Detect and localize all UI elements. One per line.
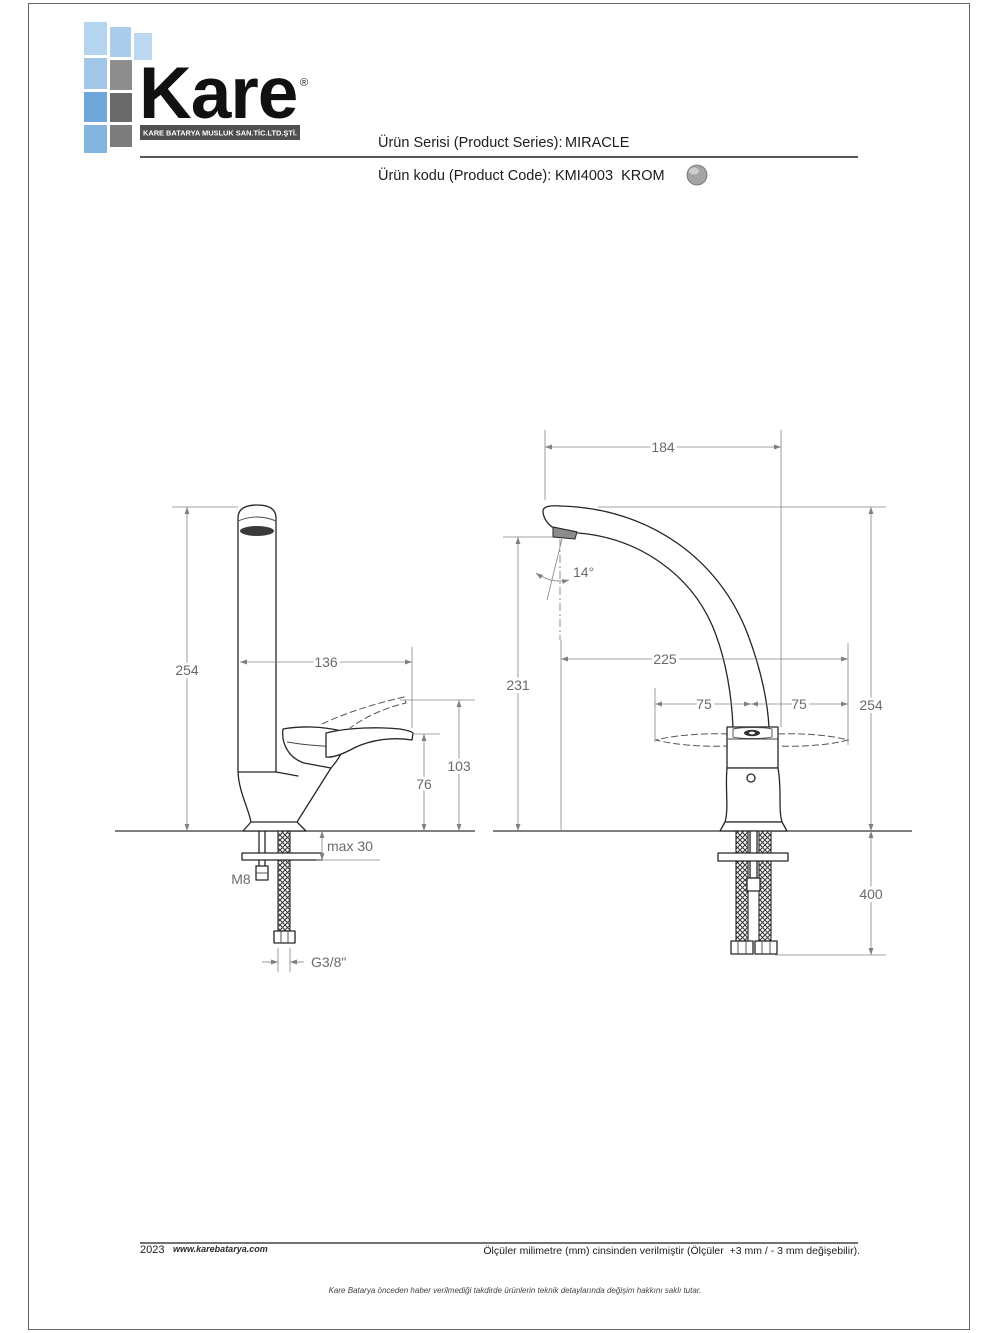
product-header: Ürün Serisi (Product Series): MIRACLE Ür… [140,133,858,186]
front-hose-connector-right [754,940,778,955]
company-bar [140,125,300,140]
footer-units-note: Ölçüler milimetre (mm) cinsinden verilmi… [483,1245,860,1257]
front-fixing-nut [746,877,761,892]
side-spout-cap-edge [237,516,277,522]
side-fixing-bolt [258,830,266,867]
front-body-screw [746,773,756,783]
front-flex-hose-right [758,830,772,942]
dim-side-reach-label: 136 [314,654,338,670]
front-spout-outer [559,505,770,729]
side-hose-connector [273,930,296,944]
dim-spout-height-label: 231 [506,677,530,693]
finish-swatch-highlight [689,167,699,175]
side-flex-hose [277,830,291,932]
hose-thread-label: G3/8" [311,954,346,970]
front-view-drawing [493,505,912,955]
registered-mark: ® [300,77,308,89]
footer-year: 2023 [140,1244,164,1256]
front-lever-right-position [777,733,850,747]
side-mounting-washer [241,852,323,861]
dim-lever-left-label: 75 [696,696,712,712]
dim-side-height-label: 254 [175,662,199,678]
side-body [237,767,332,823]
series-label: Ürün Serisi (Product Series): [378,133,563,151]
code-value: KMI4003 KROM [555,168,665,184]
dim-hose-length-label: 400 [859,886,883,902]
front-spout-tip [542,505,578,533]
footer-disclaimer: Kare Batarya önceden haber verilmediği t… [329,1286,702,1295]
front-base [719,821,788,832]
front-spout-inner [577,532,734,729]
company-name: KARE BATARYA MUSLUK SAN.TİC.LTD.ŞTİ. [143,129,297,138]
front-hose-connector-left [730,940,754,955]
side-view-dimensions: 254 136 103 76 max 30 M8 G3/8" [172,506,475,973]
front-mounting-washer [717,852,789,862]
page-border [28,3,970,1330]
side-aerator [240,526,274,536]
series-value: MIRACLE [565,135,630,151]
finish-swatch [686,164,708,186]
side-lever-raised [321,696,407,729]
page-footer: 2023 www.karebatarya.com Ölçüler milimet… [140,1242,860,1295]
bolt-thread-label: M8 [231,871,251,887]
dim-counter-thickness-label: max 30 [327,838,373,854]
dim-front-width-label: 184 [651,439,675,455]
brand-name: Kare [139,53,297,134]
side-base [242,821,307,832]
front-spout-nozzle [552,526,578,540]
side-spout-tube [237,504,277,773]
footer-website: www.karebatarya.com [173,1244,268,1254]
front-lever-left-position [654,733,729,747]
dim-front-height-label: 254 [859,697,883,713]
dim-side-lever-raised-label: 103 [447,758,471,774]
dim-lever-swing-label: 225 [653,651,677,667]
logo-tiles [84,22,152,153]
code-label: Ürün kodu (Product Code): [378,166,551,184]
side-lever [325,727,414,758]
brand-logo: Kare ® KARE BATARYA MUSLUK SAN.TİC.LTD.Ş… [84,22,308,153]
dim-spout-angle-label: 14° [573,564,594,580]
dim-lever-right-label: 75 [791,696,807,712]
dim-side-lever-label: 76 [416,776,432,792]
side-view-drawing [115,504,475,944]
front-handle-indicator-frame [732,727,773,739]
dim-spout-angle-arc [535,572,570,584]
front-view-dimensions: 184 14° 231 225 75 75 254 400 [503,430,886,956]
front-flex-hose-left [735,830,749,942]
